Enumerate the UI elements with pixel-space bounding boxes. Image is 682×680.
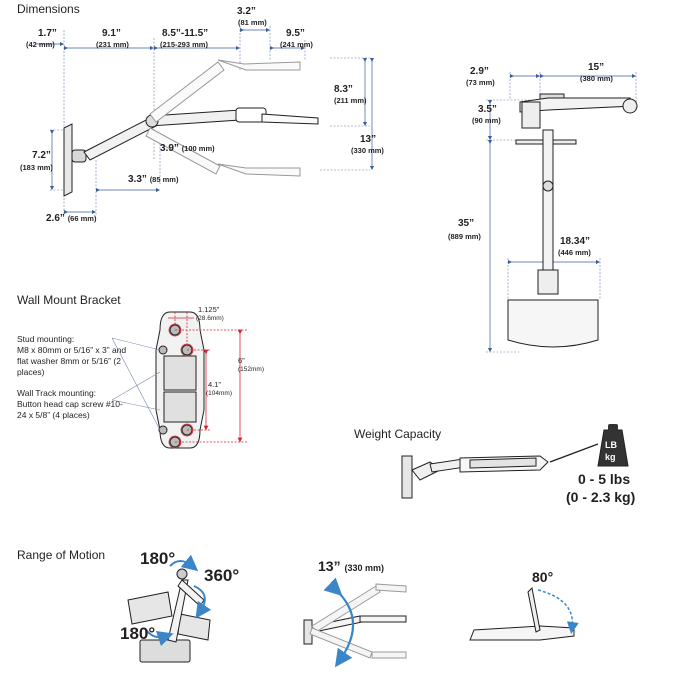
stud-mounting-body: M8 x 80mm or 5/16” x 3” and flat washer … (17, 345, 127, 377)
dim-mm-label: (215-293 mm) (160, 40, 208, 49)
lift-range-in: 13” (318, 558, 341, 574)
lift-range-mm: (330 mm) (344, 563, 384, 573)
dim-mm-label: (211 mm) (334, 96, 367, 105)
dim-mm-label: (231 mm) (96, 40, 129, 49)
stud-mounting-note: Stud mounting: M8 x 80mm or 5/16” x 3” a… (17, 334, 129, 378)
bracket-mid-dim: 4.1” (208, 380, 221, 389)
bracket-top-dim-mm: (28.6mm) (196, 315, 224, 322)
dim-label: 35” (458, 218, 475, 229)
side-view-arm (63, 59, 319, 197)
track-mounting-body: Button head cap screw #10-24 x 5/8” (4 p… (17, 399, 123, 420)
dim-mm-label: (85 mm) (149, 175, 179, 184)
dim-label-in: 3.9” (160, 143, 179, 154)
motion-tilt-drawing (469, 586, 575, 641)
dim-label-in: 2.6” (46, 213, 65, 224)
dim-label: 2.6” (66 mm) (46, 213, 96, 224)
bracket-red-dimensions (168, 312, 248, 449)
dim-label: 9.1” (102, 28, 121, 39)
bracket-top-dim: 1.125” (198, 305, 220, 314)
rotation-180-bottom: 180° (120, 624, 156, 643)
tilt-angle: 80° (532, 569, 554, 585)
side-view-arrows (36, 27, 375, 215)
dim-mm-label: (380 mm) (580, 74, 613, 83)
dim-mm-label: (446 mm) (558, 248, 591, 257)
dim-label: 3.5” (478, 104, 497, 115)
bracket-mid-dim-mm: (104mm) (206, 390, 233, 397)
dim-mm-label: (100 mm) (181, 144, 215, 153)
motion-lift-drawing (303, 583, 407, 659)
tilt-arc (537, 589, 579, 634)
weight-badge-lb: LB (605, 440, 617, 450)
dim-label: 18.34” (560, 236, 591, 247)
lift-arc (323, 577, 355, 668)
motion-rotation-arcs (145, 554, 212, 647)
section-title-range-of-motion: Range of Motion (17, 548, 106, 562)
weight-badge (549, 424, 629, 467)
dim-mm-label: (66 mm) (67, 214, 97, 223)
dim-mm-label: (889 mm) (448, 232, 481, 241)
motion-rotation-drawing (127, 568, 211, 663)
dim-mm-label: (73 mm) (466, 78, 495, 87)
stud-mounting-title: Stud mounting: (17, 334, 75, 344)
section-title-wall-mount-bracket: Wall Mount Bracket (17, 293, 121, 307)
front-view-arrows (487, 73, 637, 353)
dim-label: 7.2” (32, 150, 51, 161)
dim-mm-label: (183 mm) (20, 163, 53, 172)
weight-lbs: 0 - 5 lbs (578, 471, 631, 487)
front-view-arm (507, 93, 638, 348)
track-mounting-note: Wall Track mounting: Button head cap scr… (17, 388, 129, 421)
lift-range: 13” (330 mm) (318, 558, 384, 574)
track-mounting-title: Wall Track mounting: (17, 388, 97, 398)
section-title-dimensions: Dimensions (17, 2, 80, 16)
bracket-right-dim-mm: (152mm) (238, 366, 265, 373)
bracket-right-dim: 6” (238, 356, 245, 365)
bracket-drawing (155, 311, 205, 449)
dim-mm-label: (330 mm) (351, 146, 384, 155)
dim-label: 9.5” (286, 28, 305, 39)
dim-mm-label: (90 mm) (472, 116, 501, 125)
weight-arm-drawing (401, 455, 549, 499)
dim-label-in: 3.3” (128, 174, 147, 185)
dim-mm-label: (241 mm) (280, 40, 313, 49)
weight-badge-kg: kg (605, 452, 616, 462)
dim-label: 8.5”-11.5” (162, 28, 209, 39)
dim-mm-label: (42 mm) (26, 40, 55, 49)
dim-label: 3.9” (100 mm) (160, 143, 215, 154)
dim-label: 1.7” (38, 28, 57, 39)
section-title-weight-capacity: Weight Capacity (354, 427, 442, 441)
bracket-leader-lines (111, 337, 161, 431)
dim-label: 3.2” (237, 6, 256, 17)
dim-label: 8.3” (334, 84, 353, 95)
dim-mm-label: (81 mm) (238, 18, 267, 27)
rotation-360: 360° (204, 566, 240, 585)
dim-label: 2.9” (470, 66, 489, 77)
dim-label: 3.3” (85 mm) (128, 174, 178, 185)
dim-label: 15” (588, 62, 605, 73)
weight-kg: (0 - 2.3 kg) (566, 489, 636, 505)
rotation-180-top: 180° (140, 549, 176, 568)
dim-label: 13” (360, 134, 377, 145)
